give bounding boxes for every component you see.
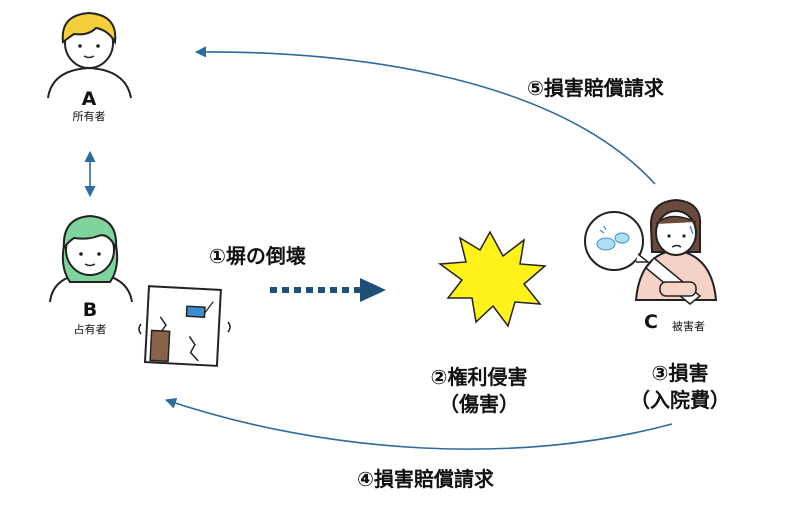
- party-c-role: 被害者: [672, 320, 705, 333]
- shake-mark-left: [138, 323, 142, 335]
- party-b-role: 占有者: [73, 323, 107, 336]
- step-1-wall-collapse: ①塀の倒壊: [209, 244, 306, 268]
- step-2-line-1: ②権利侵害: [430, 365, 528, 389]
- person-b-figure: [49, 214, 133, 303]
- step-4-claim-to-b: ④損害賠償請求: [357, 467, 494, 491]
- step-5-claim-to-a: ⑤損害賠償請求: [527, 76, 664, 100]
- step-3-line-2: （入院費）: [630, 388, 730, 412]
- person-a-hair: [61, 11, 117, 46]
- person-a-figure: [47, 11, 132, 99]
- party-a-role: 所有者: [72, 110, 106, 123]
- person-b-hair: [62, 214, 118, 252]
- step-3-line-1: ③損害: [651, 361, 709, 385]
- claim-c-to-a-arrow: [194, 46, 656, 185]
- claim-c-to-b-arrow: [164, 397, 673, 450]
- collapsed-wall-illustration: [143, 285, 222, 367]
- pain-speech-bubble: [584, 211, 651, 271]
- party-c-letter: C: [644, 311, 658, 333]
- step-2-line-2: （傷害）: [439, 392, 519, 416]
- injury-burst-icon: [437, 230, 547, 328]
- party-b-letter: B: [82, 299, 98, 321]
- shake-mark-right: [227, 321, 231, 333]
- person-c-figure: [634, 198, 718, 305]
- wall-collapse-arrow-head: [360, 278, 386, 302]
- party-a-letter: A: [81, 88, 97, 110]
